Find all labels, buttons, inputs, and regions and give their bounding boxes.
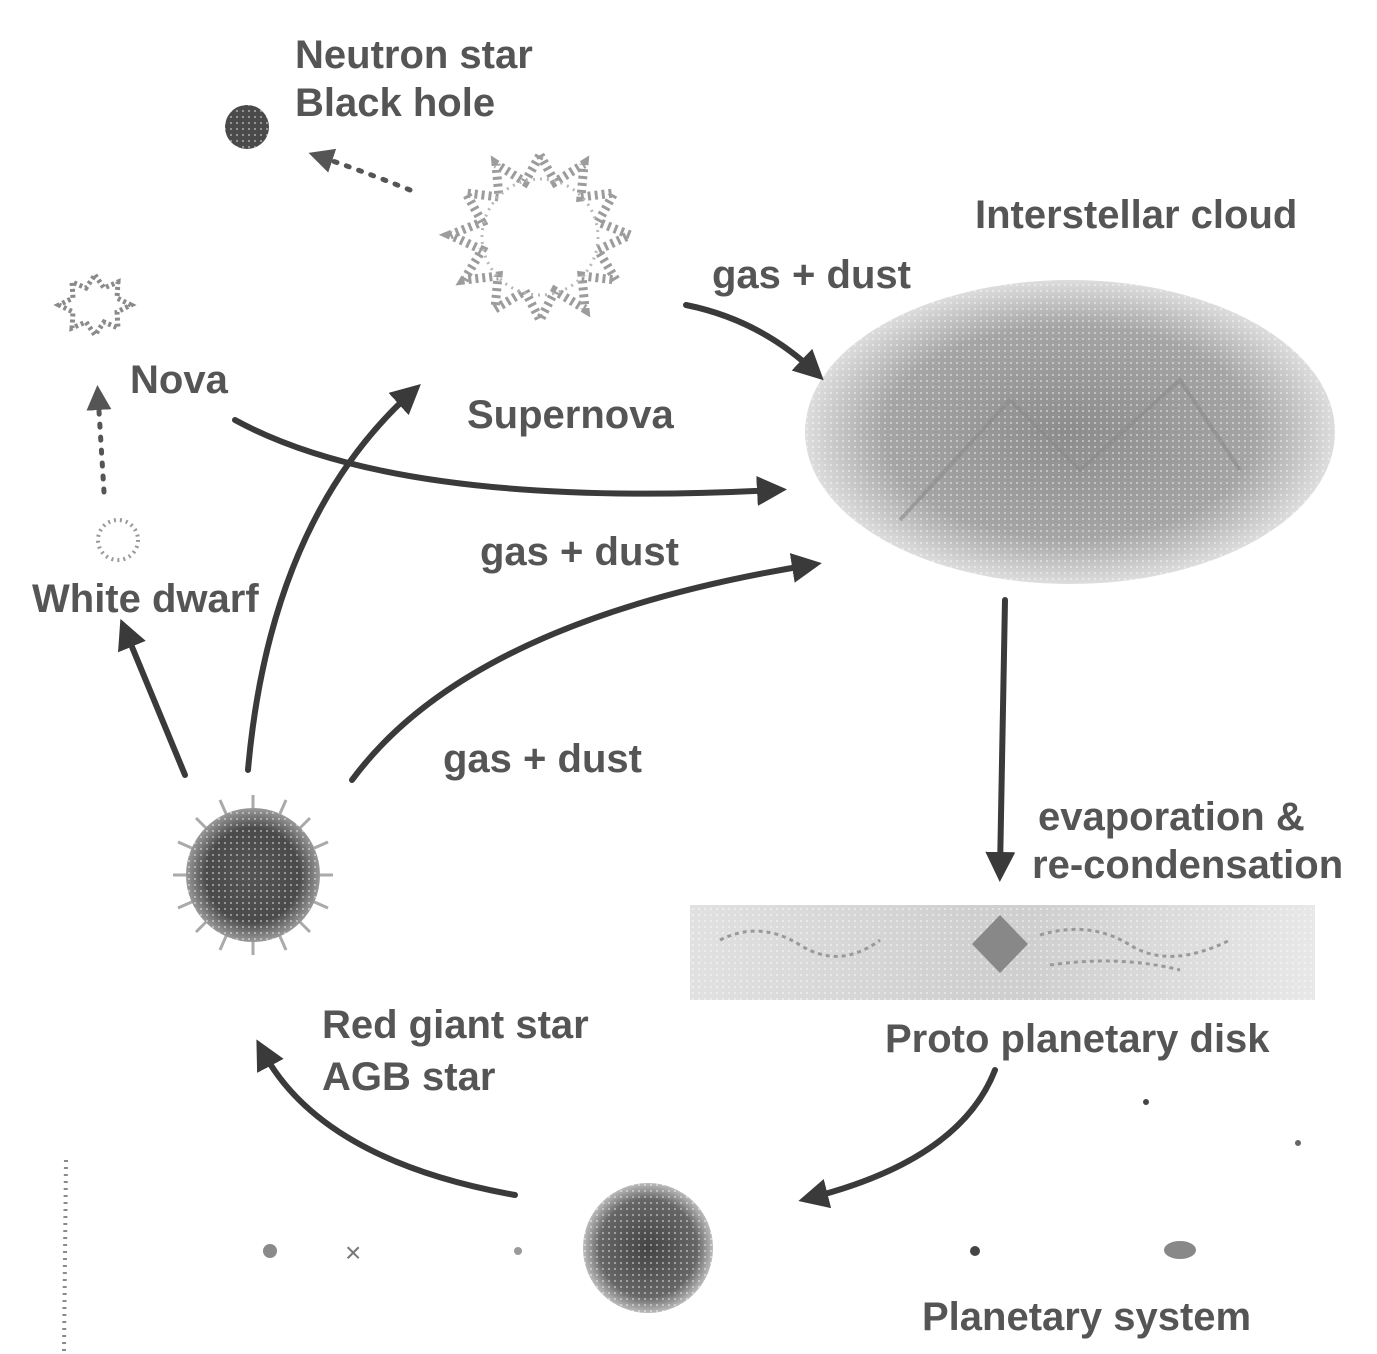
nova-label: Nova (130, 358, 229, 402)
arrow-whitedwarf-to-nova (98, 395, 104, 492)
interstellar-cloud-label: Interstellar cloud (975, 193, 1297, 237)
edge-dotted-line (64, 1160, 66, 1352)
gas-dust-label-redgiant: gas + dust (443, 737, 642, 781)
sun-icon (583, 1183, 713, 1313)
arrow-supernova-to-cloud (686, 305, 815, 372)
evaporation-label-line2: re-condensation (1032, 843, 1343, 887)
supernova-label: Supernova (467, 393, 674, 437)
black-hole-label: Black hole (295, 81, 495, 125)
white-dwarf-icon (98, 520, 138, 560)
evaporation-label-line1: evaporation & (1038, 795, 1305, 839)
planetary-system-label: Planetary system (922, 1295, 1251, 1339)
protoplanetary-disk-icon (690, 905, 1315, 1000)
small-dots-left: × (263, 1237, 522, 1268)
black-hole-icon (225, 105, 269, 149)
planetary-system-icon (970, 1099, 1301, 1259)
gas-dust-label-supernova: gas + dust (712, 253, 911, 297)
arrow-supernova-to-blackhole (318, 156, 410, 190)
red-giant-star-icon (173, 795, 333, 955)
arrow-disk-to-sun (810, 1070, 995, 1198)
arrow-redgiant-to-supernova (248, 392, 412, 770)
nova-icon (59, 275, 131, 335)
supernova-icon (450, 155, 630, 320)
neutron-star-label: Neutron star (295, 33, 533, 77)
red-giant-label-line1: Red giant star (322, 1003, 589, 1047)
arrow-redgiant-to-whitedwarf (125, 630, 185, 775)
white-dwarf-label: White dwarf (32, 577, 259, 621)
interstellar-cloud-icon (805, 280, 1335, 584)
gas-dust-label-nova: gas + dust (480, 530, 679, 574)
svg-text:×: × (345, 1237, 361, 1268)
arrow-cloud-to-disk (1000, 600, 1005, 870)
protoplanetary-disk-label: Proto planetary disk (885, 1017, 1270, 1061)
red-giant-label-line2: AGB star (322, 1055, 495, 1099)
